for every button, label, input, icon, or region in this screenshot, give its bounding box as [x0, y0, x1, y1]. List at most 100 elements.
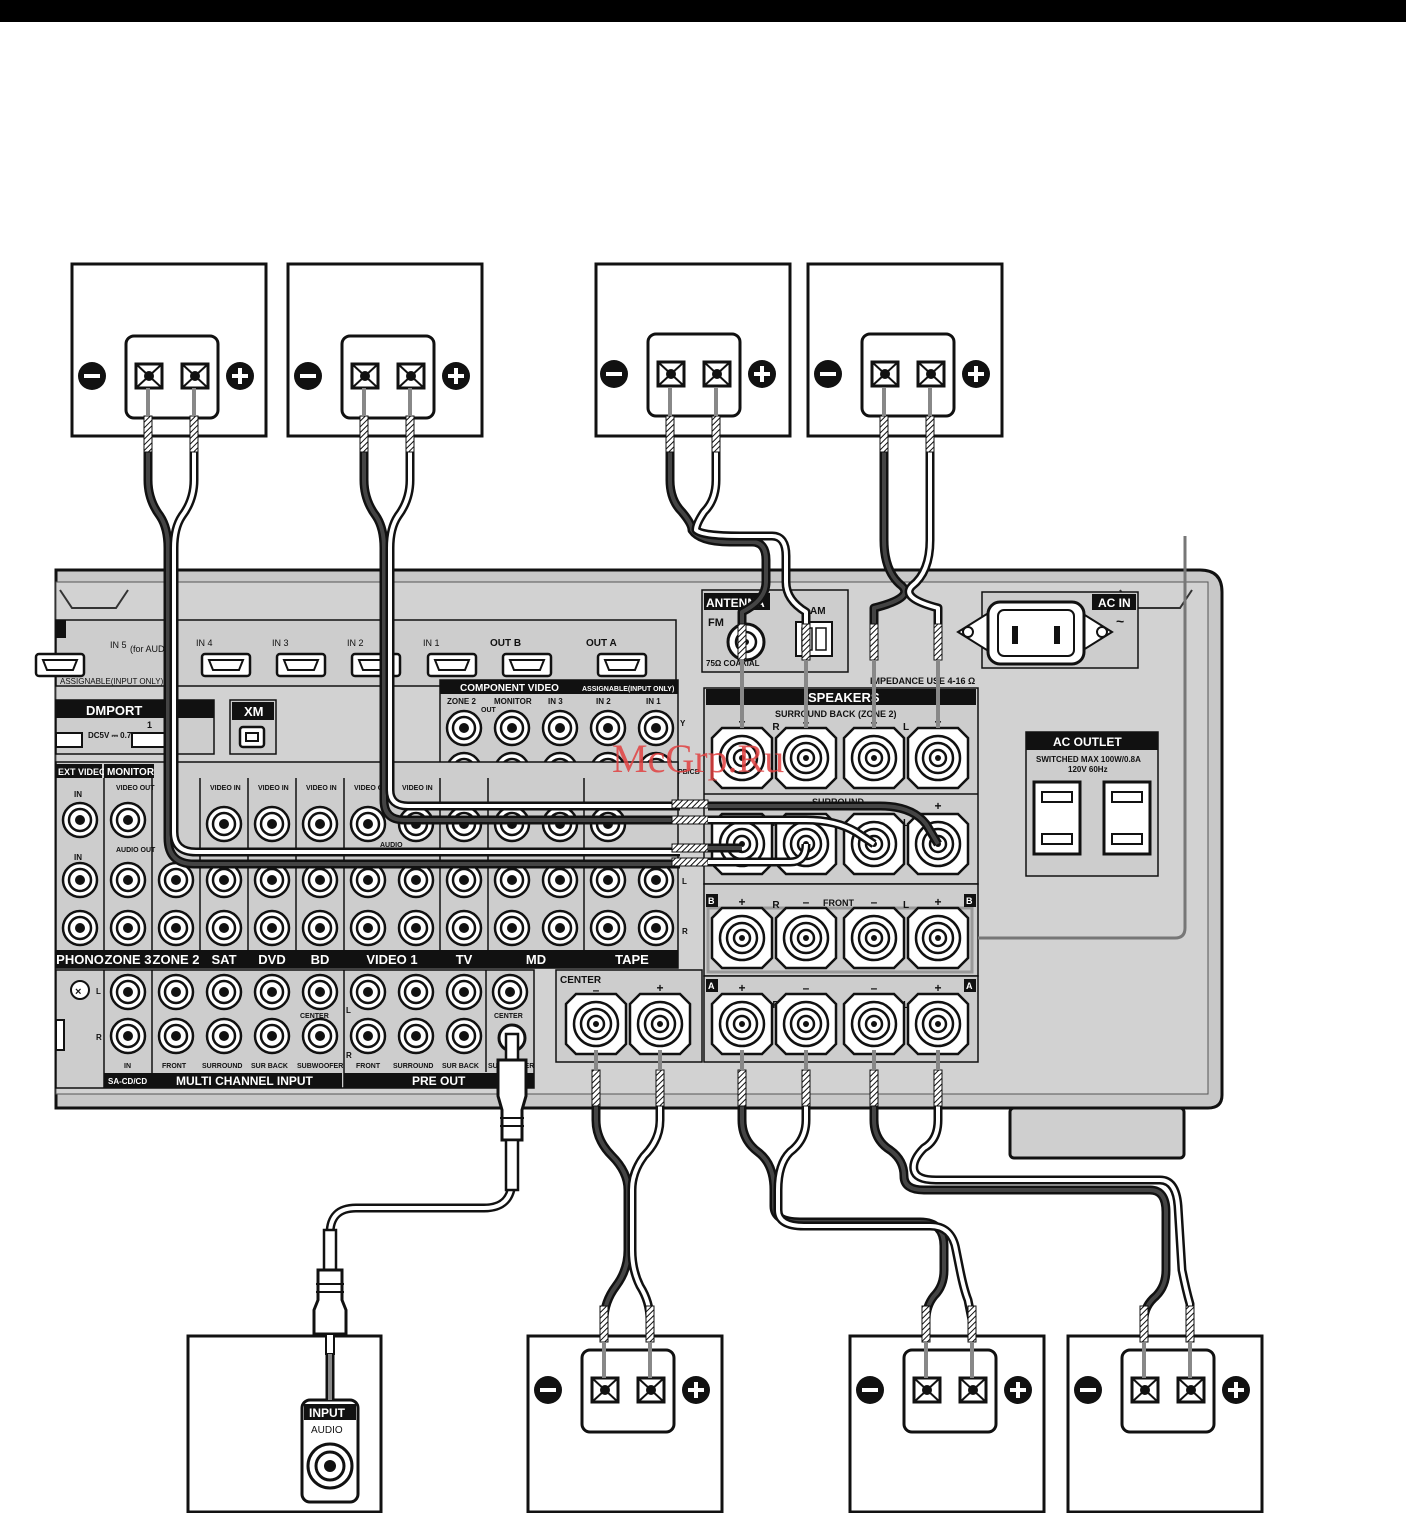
audio-r-jack-3[interactable]	[157, 909, 195, 947]
bottom-top-jack-6[interactable]	[349, 973, 387, 1011]
hdmi-port-in1[interactable]	[426, 652, 478, 678]
bottom-top-jack-8[interactable]	[445, 973, 483, 1011]
impedance-label: IMPEDANCE USE 4-16 Ω	[870, 676, 975, 686]
component-y-label: Y	[680, 719, 686, 728]
preout-center-label: CENTER	[494, 1013, 523, 1020]
fb-minus-1: –	[803, 895, 810, 909]
audio-r-jack-13[interactable]	[637, 909, 675, 947]
subwoofer-box: INPUT AUDIO	[186, 1334, 383, 1513]
audio-r-jack-6[interactable]	[301, 909, 339, 947]
front-b-right-badge: B	[966, 896, 973, 906]
hdmi-in3-label: IN 3	[272, 638, 289, 648]
component-video-label: COMPONENT VIDEO	[460, 683, 559, 694]
bottom-lower-jack-3[interactable]	[205, 1017, 243, 1055]
audio-r-side-label: R	[682, 927, 688, 936]
audio-l-jack-2[interactable]	[109, 861, 147, 899]
subwoofer-audio-label: AUDIO	[311, 1425, 343, 1436]
surround-back-terminal-3[interactable]	[842, 726, 906, 790]
hdmi-in4-label: IN 4	[196, 638, 213, 648]
audio-r-jack-2[interactable]	[109, 909, 147, 947]
ac-inlet[interactable]	[986, 600, 1086, 666]
front-a-terminal-4[interactable]	[906, 992, 970, 1056]
surround-back-terminal-2[interactable]	[774, 726, 838, 790]
audio-r-jack-8[interactable]	[397, 909, 435, 947]
front-a-terminal-2[interactable]	[774, 992, 838, 1056]
audio-top-jack-4[interactable]	[253, 805, 291, 843]
multi-center-label: CENTER	[300, 1013, 329, 1020]
bd-video-in-label: VIDEO IN	[306, 785, 337, 792]
component-zone2-label: ZONE 2	[447, 697, 476, 706]
center-terminal-plus[interactable]	[628, 992, 692, 1056]
center-terminal-minus[interactable]	[564, 992, 628, 1056]
audio-l-jack-1[interactable]	[61, 861, 99, 899]
bottom-lower-jack-8[interactable]	[445, 1017, 483, 1055]
audio-top-jack-1[interactable]	[61, 801, 99, 839]
bottom-top-jack-4[interactable]	[253, 973, 291, 1011]
bottom-lower-jack-6[interactable]	[349, 1017, 387, 1055]
subwoofer-input-label: INPUT	[309, 1406, 346, 1420]
audio-r-jack-5[interactable]	[253, 909, 291, 947]
antenna-fm-label: FM	[708, 617, 724, 629]
surround-back-terminal-4[interactable]	[906, 726, 970, 790]
pre-out-label: PRE OUT	[412, 1074, 466, 1088]
ac-outlet-rating: SWITCHED MAX 100W/0.8A	[1036, 755, 1141, 764]
component-y-jack-1[interactable]	[445, 709, 483, 747]
source-bd-label: BD	[311, 952, 330, 967]
bottom-top-jack-1[interactable]	[109, 973, 147, 1011]
hdmi-port-out-a[interactable]	[596, 652, 648, 678]
bottom-top-jack-7[interactable]	[397, 973, 435, 1011]
audio-top-jack-2[interactable]	[109, 801, 147, 839]
audio-r-jack-11[interactable]	[541, 909, 579, 947]
front-b-terminal-3[interactable]	[842, 906, 906, 970]
hdmi-port-in6[interactable]	[34, 652, 86, 678]
xm-port[interactable]	[238, 725, 266, 749]
audio-r-jack-4[interactable]	[205, 909, 243, 947]
bottom-lower-jack-2[interactable]	[157, 1017, 195, 1055]
audio-r-jack-1[interactable]	[61, 909, 99, 947]
hdmi-port-in3[interactable]	[275, 652, 327, 678]
component-out-label: OUT	[481, 707, 497, 714]
speaker-surround-back-right	[594, 262, 792, 438]
fa-minus-2: –	[871, 981, 878, 995]
speaker-cables	[143, 388, 1195, 1378]
component-pb-label: PB/CB	[678, 769, 700, 776]
audio-r-jack-7[interactable]	[349, 909, 387, 947]
multi-subwoofer-label: SUBWOOFER	[297, 1063, 343, 1070]
ac-outlet-voltage: 120V 60Hz	[1068, 765, 1108, 774]
audio-r-jack-12[interactable]	[589, 909, 627, 947]
component-y-jack-2[interactable]	[493, 709, 531, 747]
bottom-top-jack-5[interactable]	[301, 973, 339, 1011]
front-a-terminal-1[interactable]	[710, 992, 774, 1056]
bottom-top-jack-9[interactable]	[491, 973, 529, 1011]
bottom-top-jack-3[interactable]	[205, 973, 243, 1011]
audio-top-jack-6[interactable]	[349, 805, 387, 843]
source-md-label: MD	[526, 952, 546, 967]
audio-r-jack-9[interactable]	[445, 909, 483, 947]
front-b-terminal-2[interactable]	[774, 906, 838, 970]
source-phono-label: PHONO	[56, 952, 104, 967]
bottom-lower-jack-5[interactable]	[301, 1017, 339, 1055]
front-b-terminal-4[interactable]	[906, 906, 970, 970]
front-a-terminal-3[interactable]	[842, 992, 906, 1056]
hdmi-port-in4[interactable]	[200, 652, 252, 678]
bottom-lower-jack-7[interactable]	[397, 1017, 435, 1055]
component-y-jack-3[interactable]	[541, 709, 579, 747]
hdmi-port-out-b[interactable]	[501, 652, 553, 678]
hdmi-out-a-label: OUT A	[586, 638, 617, 649]
component-assignable-label: ASSIGNABLE(INPUT ONLY)	[582, 686, 674, 693]
sacd-in-label: IN	[124, 1063, 131, 1070]
bottom-lower-jack-4[interactable]	[253, 1017, 291, 1055]
fa-plus-1: +	[738, 981, 745, 995]
dmport-socket-left[interactable]	[55, 732, 83, 748]
center-label: CENTER	[560, 975, 602, 986]
speaker-surround-back-left	[806, 262, 1004, 438]
source-video1-label: VIDEO 1	[366, 952, 417, 967]
audio-top-jack-3[interactable]	[205, 805, 243, 843]
audio-top-jack-5[interactable]	[301, 805, 339, 843]
hdmi-in1-label: IN 1	[423, 638, 440, 648]
fa-plus-2: +	[934, 981, 941, 995]
bottom-lower-jack-1[interactable]	[109, 1017, 147, 1055]
bottom-top-jack-2[interactable]	[157, 973, 195, 1011]
audio-r-jack-10[interactable]	[493, 909, 531, 947]
front-b-terminal-1[interactable]	[710, 906, 774, 970]
